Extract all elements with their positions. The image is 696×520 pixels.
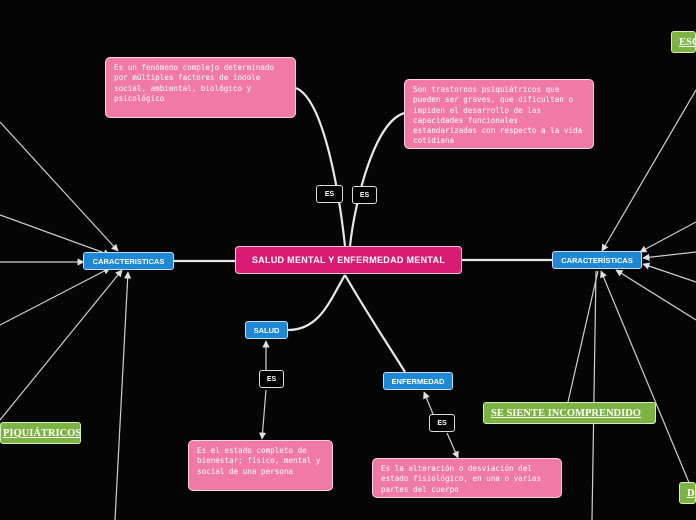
green-node-left[interactable]: PIQUIÁTRICOS [0,422,81,444]
enfermedad-definition[interactable]: Es la alteración o desviación del estado… [372,458,562,498]
central-to-enfermedad [344,274,406,373]
trastornos-definition[interactable]: Son trastornos psiquiátricos que pueden … [404,79,594,149]
fenomeno-definition[interactable]: Es un fenómeno complejo determinado por … [105,57,296,118]
central-topic[interactable]: SALUD MENTAL Y ENFERMEDAD MENTAL [235,246,462,274]
es-label-fenomeno[interactable]: ES [316,185,343,203]
es-label-salud[interactable]: ES [259,370,284,388]
es-label-trastornos[interactable]: ES [352,186,377,204]
salud-node[interactable]: SALUD [245,321,288,339]
salud-definition[interactable]: Es el estado completo de bienestar; físi… [188,440,333,491]
central-to-fenomeno [295,86,347,247]
left-characteristics-node[interactable]: CARACTERISTICAS [83,252,174,270]
green-node-bottom-right[interactable]: D [679,482,696,504]
green-node-top-right[interactable]: ESC [671,31,696,53]
central-to-salud [287,274,346,332]
green-node-middle-right[interactable]: SE SIENTE INCOMPRENDIDO [483,402,656,424]
enfermedad-node[interactable]: ENFERMEDAD [383,372,453,390]
right-characteristics-node[interactable]: CARACTERÍSTICAS [552,251,642,269]
es-label-enfermedad[interactable]: ES [429,414,455,432]
central-to-trastornos [348,111,406,247]
